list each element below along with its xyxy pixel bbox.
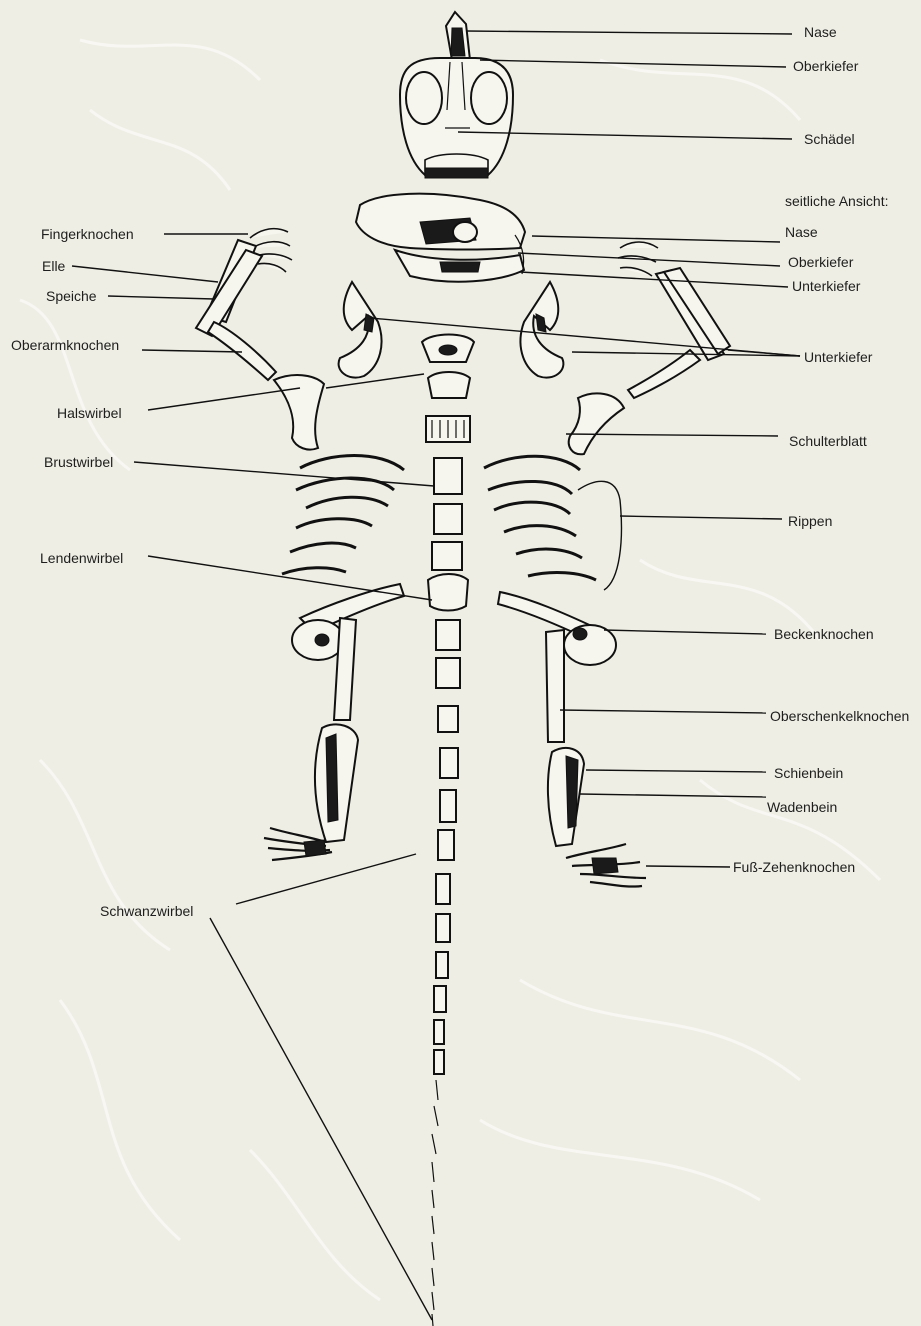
label-oberarmknochen: Oberarmknochen bbox=[11, 337, 119, 353]
skull-top-view bbox=[400, 12, 513, 178]
spine bbox=[422, 335, 474, 1326]
skull-side-view bbox=[356, 194, 525, 282]
label-elle: Elle bbox=[42, 258, 65, 274]
label-brustwirbel: Brustwirbel bbox=[44, 454, 113, 470]
left-arm bbox=[196, 229, 292, 380]
label-rippen: Rippen bbox=[788, 513, 832, 529]
right-arm bbox=[618, 242, 730, 398]
label-seitliche-ansicht: seitliche Ansicht: bbox=[785, 193, 889, 209]
label-nase: Nase bbox=[804, 24, 837, 40]
label-oberschenkelknochen: Oberschenkelknochen bbox=[770, 708, 909, 724]
label-oberkiefer-seitlich: Oberkiefer bbox=[788, 254, 853, 270]
label-halswirbel: Halswirbel bbox=[57, 405, 122, 421]
label-speiche: Speiche bbox=[46, 288, 97, 304]
label-schaedel: Schädel bbox=[804, 131, 855, 147]
label-unterkiefer-seitlich: Unterkiefer bbox=[792, 278, 860, 294]
label-schienbein: Schienbein bbox=[774, 765, 843, 781]
label-fuss-zehenknochen: Fuß-Zehenknochen bbox=[733, 859, 855, 875]
label-oberkiefer: Oberkiefer bbox=[793, 58, 858, 74]
label-unterkiefer: Unterkiefer bbox=[804, 349, 872, 365]
lower-jaw-pieces bbox=[339, 282, 564, 378]
label-schwanzwirbel: Schwanzwirbel bbox=[100, 903, 193, 919]
label-nase-seitlich: Nase bbox=[785, 224, 818, 240]
label-schulterblatt: Schulterblatt bbox=[789, 433, 867, 449]
label-wadenbein: Wadenbein bbox=[767, 799, 837, 815]
label-fingerknochen: Fingerknochen bbox=[41, 226, 134, 242]
label-beckenknochen: Beckenknochen bbox=[774, 626, 874, 642]
label-lendenwirbel: Lendenwirbel bbox=[40, 550, 123, 566]
